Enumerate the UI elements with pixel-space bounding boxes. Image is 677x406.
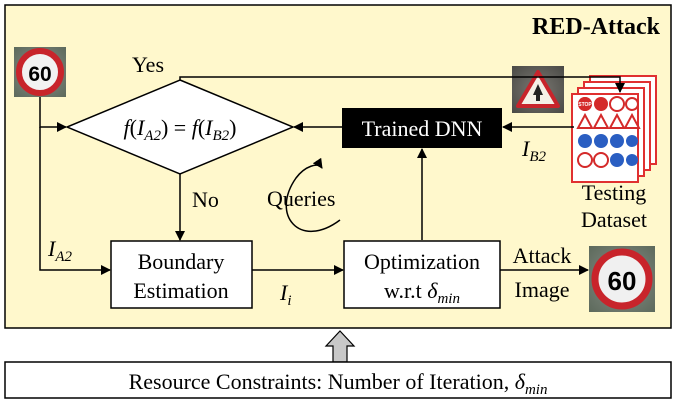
queries-label: Queries — [267, 186, 335, 211]
optimization-box — [343, 240, 501, 309]
testing-line2: Dataset — [581, 207, 647, 232]
ib2-label: IB2 — [521, 136, 546, 165]
trained-dnn-box — [342, 108, 502, 148]
constraints-label: Resource Constraints: Number of Iteratio… — [129, 369, 548, 398]
constraints-up-arrow — [324, 330, 356, 363]
optimization-line1: Optimization — [364, 249, 480, 274]
trained-dnn-label: Trained DNN — [362, 116, 483, 141]
yes-arrow — [179, 76, 625, 93]
input-sign-text: 60 — [28, 63, 51, 86]
ii-label: Ii — [279, 280, 292, 309]
boundary-line1: Boundary — [138, 249, 225, 274]
diagram-title: RED-Attack — [532, 14, 661, 40]
input-to-boundary-arrow — [39, 127, 111, 275]
queries-loop-arrow — [285, 157, 341, 233]
attack-line2: Image — [515, 277, 570, 302]
optimization-line2: w.r.t δmin — [384, 278, 460, 307]
stop-sign-icon: STOP — [578, 97, 592, 111]
ia2-label: IA2 — [47, 236, 72, 265]
testing-dataset-stack: STOP — [571, 75, 657, 183]
warning-sign-image — [512, 66, 564, 113]
no-label: No — [192, 187, 219, 212]
output-sign-image: 60 — [589, 246, 655, 312]
decision-label: f(IA2) = f(IB2) — [124, 115, 237, 144]
boundary-estimation-box — [110, 240, 253, 309]
input-sign-image: 60 — [14, 47, 66, 97]
stop-sign-text: STOP — [578, 102, 592, 108]
boundary-line2: Estimation — [133, 278, 228, 303]
resource-constraints-box — [4, 361, 672, 399]
attack-line1: Attack — [513, 243, 572, 268]
output-sign-text: 60 — [608, 266, 637, 296]
yes-label: Yes — [132, 52, 164, 77]
testing-line1: Testing — [582, 180, 646, 205]
